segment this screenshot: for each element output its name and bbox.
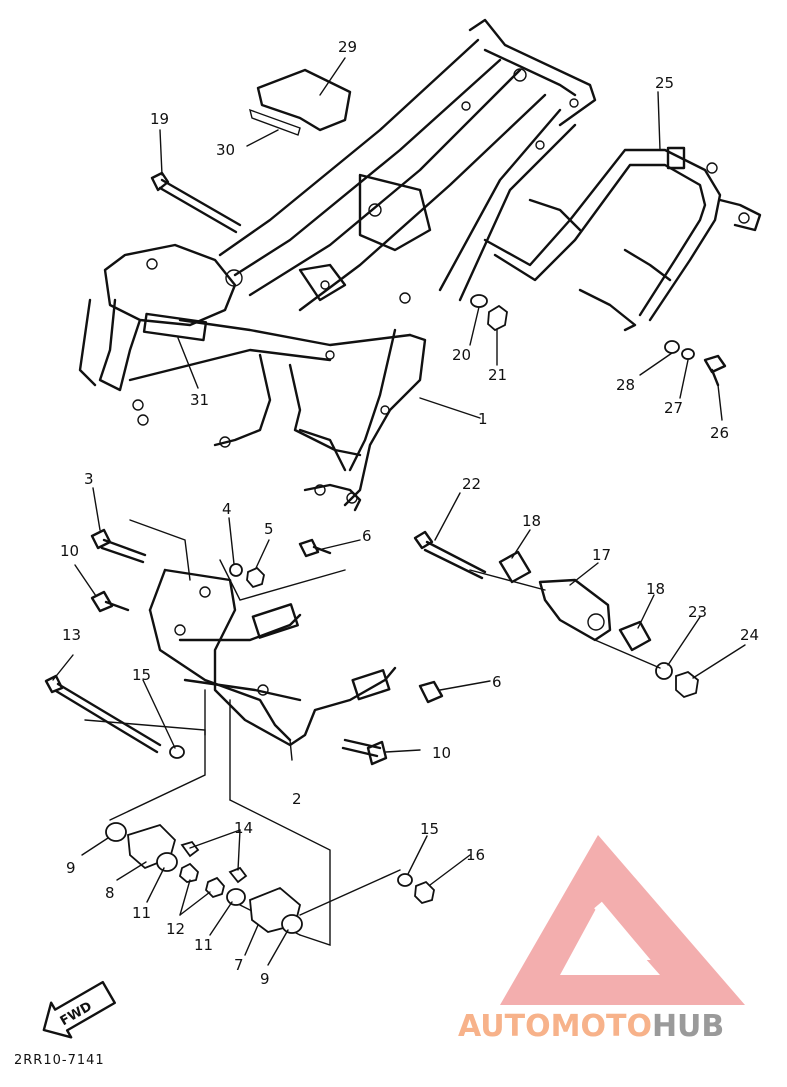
label-28: 28	[616, 376, 635, 394]
drawing-code: 2RR10-7141	[14, 1053, 105, 1068]
label-9b: 9	[260, 970, 270, 988]
label-31: 31	[190, 391, 209, 409]
label-26: 26	[710, 424, 729, 442]
label-18: 18	[522, 512, 541, 530]
label-23: 23	[688, 603, 707, 621]
label-22: 22	[462, 475, 481, 493]
label-19: 19	[150, 110, 169, 128]
label-8: 8	[105, 884, 115, 902]
side-stand-drawing	[413, 530, 699, 699]
label-25: 25	[655, 74, 674, 92]
label-18b: 18	[646, 580, 665, 598]
label-3: 3	[84, 470, 94, 488]
label-2: 2	[292, 790, 302, 808]
label-10b: 10	[432, 744, 451, 762]
label-24: 24	[740, 626, 759, 644]
label-16: 16	[466, 846, 485, 864]
label-29: 29	[338, 38, 357, 56]
label-5: 5	[264, 520, 274, 538]
label-17: 17	[592, 546, 611, 564]
label-6b: 6	[492, 673, 502, 691]
label-12: 12	[166, 920, 185, 938]
watermark-text-a: AUTOMOTO	[458, 1009, 652, 1044]
label-30: 30	[216, 141, 235, 159]
label-21: 21	[488, 366, 507, 384]
lower-fasteners-drawing	[44, 487, 746, 966]
label-10: 10	[60, 542, 79, 560]
engine-bracket-drawing	[84, 519, 401, 946]
main-frame-drawing	[78, 18, 597, 512]
label-6: 6	[362, 527, 372, 545]
label-14: 14	[234, 819, 253, 837]
label-13: 13	[62, 626, 81, 644]
label-20: 20	[452, 346, 471, 364]
label-1: 1	[478, 410, 488, 428]
watermark-text: AUTOMOTOHUB	[458, 1009, 724, 1044]
watermark-text-b: HUB	[652, 1009, 724, 1044]
label-7: 7	[234, 956, 244, 974]
label-11b: 11	[194, 936, 213, 954]
watermark-logo-icon	[500, 835, 745, 1005]
part-number-labels: 29 30 19 25 31 20 21 1 28 27 26 3 4 5 6 …	[60, 38, 759, 988]
label-11: 11	[132, 904, 151, 922]
label-15: 15	[132, 666, 151, 684]
label-27: 27	[664, 399, 683, 417]
label-4: 4	[222, 500, 232, 518]
label-9: 9	[66, 859, 76, 877]
fwd-arrow-icon: FWD	[42, 980, 116, 1039]
rear-subframe-drawing	[483, 146, 762, 332]
label-15b: 15	[420, 820, 439, 838]
upper-small-parts	[150, 57, 727, 421]
